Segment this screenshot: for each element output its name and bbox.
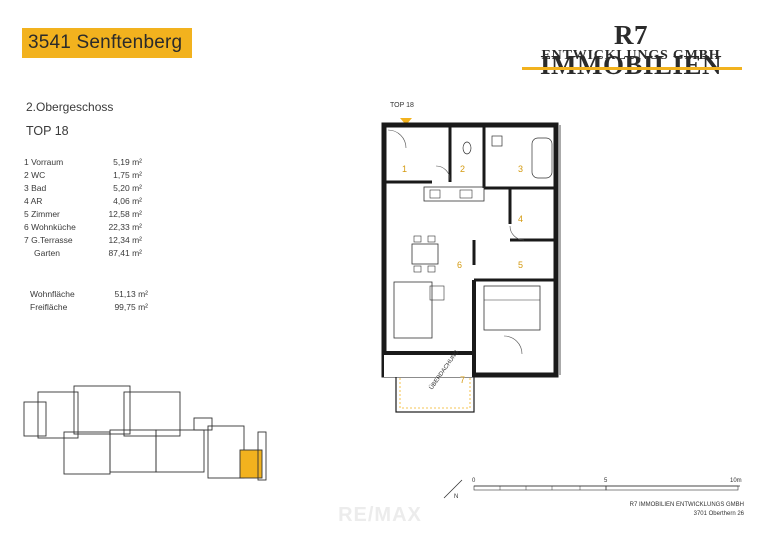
dining-table [411,243,439,265]
terrace-paving [399,355,471,409]
bathtub-icon [531,137,553,179]
room-row: 3 Bad 5,20 m² [24,182,154,195]
room-row: 4 AR 4,06 m² [24,195,154,208]
total-area: 51,13 m² [114,289,148,299]
room-number: 3 [518,164,523,174]
scale-tick-label: 0 [472,478,476,484]
chair-icon [413,265,422,273]
footer-company: R7 IMMOBILIEN ENTWICKLUNGS GMBH [629,502,744,508]
room-name: 7 G.Terrasse [24,235,73,245]
footer-address: 3701 Oberthern 26 [693,511,744,517]
outer-wall [381,122,559,378]
door-swing [435,165,451,181]
plan-unit-label: TOP 18 [390,102,414,109]
total-area: 99,75 m² [114,302,148,312]
sink-icon [459,189,473,199]
room-name: 3 Bad [24,183,47,193]
site-building [257,431,267,481]
floor-label: 2.Obergeschoss [26,100,114,114]
washbasin-icon [491,135,503,147]
stove-icon [429,189,441,199]
scale-bar: N 0 5 10m [443,478,742,500]
room-name: 4 AR [24,196,43,206]
chair-icon [427,235,436,243]
sofa [393,281,433,339]
scale-segment [605,485,739,491]
site-building [123,391,181,437]
room-number: 4 [518,214,523,224]
north-label: N [454,494,458,500]
area-totals: Wohnfläche 51,13 m² Freifläche 99,75 m² [30,288,150,314]
entrance-marker-icon [400,118,412,125]
site-building [155,429,205,473]
room-row: Garten 87,41 m² [24,247,154,260]
site-unit-highlight [239,449,263,479]
total-row: Freifläche 99,75 m² [30,301,150,314]
room-area: 1,75 m² [113,170,142,180]
total-name: Freifläche [30,302,68,312]
room-area: 12,34 m² [108,235,142,245]
room-name: 2 WC [24,170,46,180]
room-number: 2 [460,164,465,174]
room-row: 2 WC 1,75 m² [24,169,154,182]
coffee-table [429,285,445,301]
room-number: 5 [518,260,523,270]
bed [483,285,541,331]
site-plan [23,385,267,481]
room-area: 5,20 m² [113,183,142,193]
site-stair [193,417,213,431]
site-building [73,385,131,435]
room-name: 1 Vorraum [24,157,64,167]
site-building [23,401,47,437]
room-row: 7 G.Terrasse 12,34 m² [24,234,154,247]
company-underline [522,67,742,70]
toilet-icon [462,141,472,155]
unit-title: TOP 18 [26,124,69,138]
room-number: 6 [457,260,462,270]
chair-icon [413,235,422,243]
room-area: 22,33 m² [108,222,142,232]
room-area: 5,19 m² [113,157,142,167]
company-subtitle: ENTWICKLUNGS GMBH [541,48,721,63]
room-row: 1 Vorraum 5,19 m² [24,156,154,169]
room-area: 4,06 m² [113,196,142,206]
terrace-opening [384,353,474,377]
room-list: 1 Vorraum 5,19 m² 2 WC 1,75 m² 3 Bad 5,20 m… [24,156,154,260]
site-building [207,425,245,479]
chair-icon [427,265,436,273]
room-area: 12,58 m² [108,209,142,219]
room-name: 5 Zimmer [24,209,60,219]
room-number: 1 [402,164,407,174]
scale-segment [473,485,607,491]
north-arrow-icon [443,479,463,499]
site-building [37,391,79,439]
watermark: RE/MAX [338,504,422,526]
door-swing [509,225,525,241]
room-row: 6 Wohnküche 22,33 m² [24,221,154,234]
kitchen-counter [423,186,485,202]
door-swing [387,129,407,149]
room-name: 6 Wohnküche [24,222,76,232]
company-name: R7 IMMOBILIEN [539,20,723,80]
floor-plan: 1 2 3 4 5 6 7 ÜBERDACHUNG [381,118,561,413]
scale-tick-label: 10m [730,478,742,484]
total-name: Wohnfläche [30,289,75,299]
door-swing [503,335,523,355]
room-row: 5 Zimmer 12,58 m² [24,208,154,221]
total-row: Wohnfläche 51,13 m² [30,288,150,301]
scale-tick-label: 5 [604,478,608,484]
room-number: 7 [460,375,465,385]
location-badge: 3541 Senftenberg [22,28,192,58]
room-area: 87,41 m² [108,248,142,258]
room-name: Garten [34,248,60,258]
